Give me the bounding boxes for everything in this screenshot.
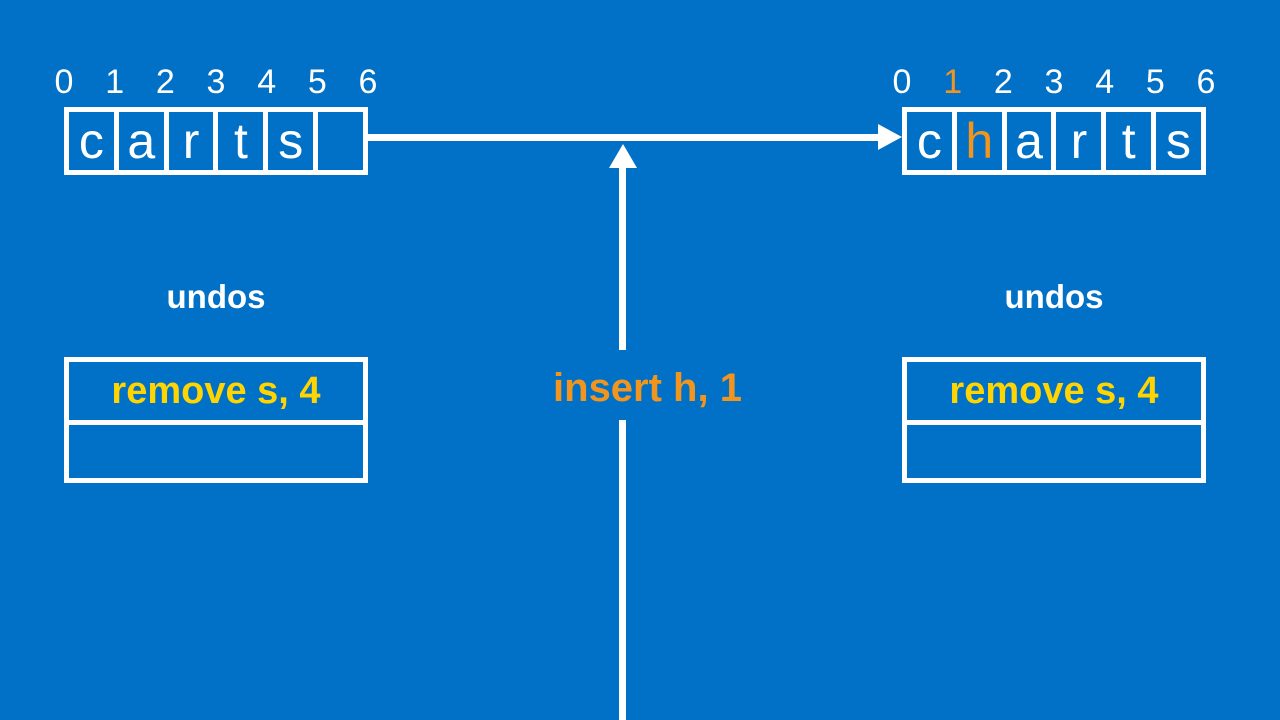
string-array-after: c h a r t s xyxy=(902,107,1206,175)
index-label: 6 xyxy=(358,63,378,101)
index-label: 6 xyxy=(1196,63,1216,101)
array-cell: s xyxy=(1156,112,1201,170)
undo-stack-row: remove s, 4 xyxy=(69,362,363,425)
index-label: 5 xyxy=(1145,63,1165,101)
undo-stack-row-empty xyxy=(69,425,363,478)
cell-char: t xyxy=(233,113,248,169)
cell-char: a xyxy=(1015,113,1043,169)
undo-entry: remove s, 4 xyxy=(111,369,321,412)
array-cell: c xyxy=(69,112,119,170)
string-array-before: c a r t s xyxy=(64,107,368,175)
operation-arrow-line-lower xyxy=(619,420,626,720)
index-row-before: 0 1 2 3 4 5 6 xyxy=(55,62,378,102)
array-cell: a xyxy=(1007,112,1057,170)
array-cell: t xyxy=(218,112,269,170)
index-label: 0 xyxy=(54,63,74,101)
index-label: 4 xyxy=(257,63,277,101)
array-cell: r xyxy=(1056,112,1107,170)
cell-char: c xyxy=(78,113,104,169)
undo-entry: remove s, 4 xyxy=(949,369,1159,412)
index-label: 4 xyxy=(1095,63,1115,101)
index-label: 5 xyxy=(307,63,327,101)
index-label: 2 xyxy=(993,63,1013,101)
undo-stack-title-after: undos xyxy=(1004,278,1104,315)
cell-char: a xyxy=(127,113,156,169)
cell-char-inserted: h xyxy=(965,113,994,169)
index-row-after: 0 1 2 3 4 5 6 xyxy=(893,62,1216,102)
cell-char: c xyxy=(916,113,942,169)
cell-char: t xyxy=(1121,113,1136,169)
undo-stack-before: remove s, 4 xyxy=(64,357,368,483)
undo-stack-title-before: undos xyxy=(166,278,266,315)
array-cell: t xyxy=(1106,112,1157,170)
undo-stack-row-empty xyxy=(907,425,1201,478)
array-cell: c xyxy=(907,112,957,170)
index-label: 1 xyxy=(943,63,963,101)
array-cell-empty xyxy=(318,112,363,170)
array-cell: a xyxy=(119,112,169,170)
index-label: 2 xyxy=(155,63,175,101)
cell-char: r xyxy=(182,113,200,169)
index-label: 1 xyxy=(105,63,125,101)
index-label: 3 xyxy=(206,63,226,101)
cell-char: r xyxy=(1070,113,1088,169)
arrow-before-to-after-line xyxy=(368,134,880,141)
array-cell-inserted: h xyxy=(957,112,1007,170)
index-label: 0 xyxy=(892,63,912,101)
undo-stack-row: remove s, 4 xyxy=(907,362,1201,425)
arrowhead-up-icon xyxy=(609,144,637,168)
cell-char: s xyxy=(278,113,304,169)
arrowhead-right-icon xyxy=(878,124,902,150)
undo-stack-after: remove s, 4 xyxy=(902,357,1206,483)
cell-char: s xyxy=(1166,113,1192,169)
index-label: 3 xyxy=(1044,63,1064,101)
array-cell: r xyxy=(169,112,219,170)
operation-arrow-line-upper xyxy=(619,165,626,350)
operation-label: insert h, 1 xyxy=(553,366,742,410)
array-cell: s xyxy=(268,112,319,170)
